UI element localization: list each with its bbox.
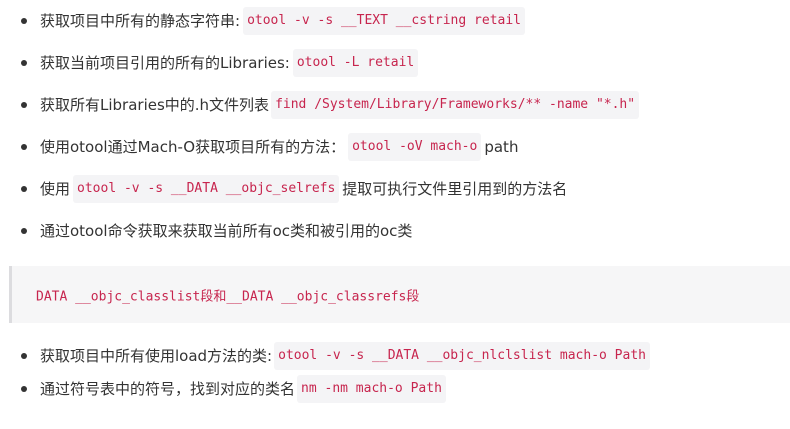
inline-code: nm -nm mach-o Path bbox=[297, 374, 446, 403]
command-list-bottom: 获取项目中所有使用load方法的类: otool -v -s __DATA __… bbox=[0, 339, 790, 405]
list-item-symbol-table: 通过符号表中的符号，找到对应的类名 nm -nm mach-o Path bbox=[0, 372, 790, 405]
list-item-oc-classes: 通过otool命令获取来获取当前所有oc类和被引用的oc类 bbox=[0, 210, 790, 252]
item-text: 获取项目中所有的静态字符串: bbox=[40, 12, 241, 30]
inline-code: otool -v -s __DATA __objc_selrefs bbox=[73, 175, 340, 203]
item-text-after: path bbox=[484, 138, 519, 156]
inline-code: find /System/Library/Frameworks/** -name… bbox=[271, 91, 640, 119]
list-item-methods: 使用otool通过Mach-O获取项目所有的方法： otool -oV mach… bbox=[0, 126, 790, 168]
inline-code: otool -L retail bbox=[292, 49, 419, 77]
bullet-icon bbox=[21, 385, 27, 392]
bullet-icon bbox=[21, 60, 27, 66]
bullet-icon bbox=[21, 18, 27, 24]
command-list-top: 获取项目中所有的静态字符串: otool -v -s __TEXT __cstr… bbox=[0, 0, 790, 252]
item-text: 获取当前项目引用的所有的Libraries: bbox=[40, 54, 290, 72]
item-text: 使用otool通过Mach-O获取项目所有的方法： bbox=[40, 138, 346, 156]
list-item-header-files: 获取所有Libraries中的.h文件列表 find /System/Libra… bbox=[0, 84, 790, 126]
bullet-icon bbox=[21, 102, 27, 108]
item-text: 使用 bbox=[40, 180, 71, 198]
list-item-libraries: 获取当前项目引用的所有的Libraries: otool -L retail bbox=[0, 42, 790, 84]
list-item-static-strings: 获取项目中所有的静态字符串: otool -v -s __TEXT __cstr… bbox=[0, 0, 790, 42]
item-text: 通过otool命令获取来获取当前所有oc类和被引用的oc类 bbox=[40, 222, 413, 240]
bullet-icon bbox=[21, 186, 27, 192]
item-text-after: 提取可执行文件里引用到的方法名 bbox=[342, 180, 568, 198]
inline-code: otool -v -s __TEXT __cstring retail bbox=[243, 7, 525, 35]
bullet-icon bbox=[21, 228, 27, 234]
list-item-load-classes: 获取项目中所有使用load方法的类: otool -v -s __DATA __… bbox=[0, 339, 790, 372]
code-block-text: DATA __objc_classlist段和__DATA __objc_cla… bbox=[36, 289, 420, 304]
code-block: DATA __objc_classlist段和__DATA __objc_cla… bbox=[9, 266, 790, 323]
inline-code: otool -oV mach-o bbox=[348, 133, 482, 161]
item-text: 获取所有Libraries中的.h文件列表 bbox=[40, 96, 270, 114]
bullet-icon bbox=[21, 144, 27, 150]
list-item-selrefs: 使用 otool -v -s __DATA __objc_selrefs 提取可… bbox=[0, 168, 790, 210]
bullet-icon bbox=[21, 352, 27, 359]
item-text: 获取项目中所有使用load方法的类: bbox=[40, 346, 273, 365]
inline-code: otool -v -s __DATA __objc_nlclslist mach… bbox=[274, 341, 650, 370]
item-text: 通过符号表中的符号，找到对应的类名 bbox=[40, 379, 296, 398]
